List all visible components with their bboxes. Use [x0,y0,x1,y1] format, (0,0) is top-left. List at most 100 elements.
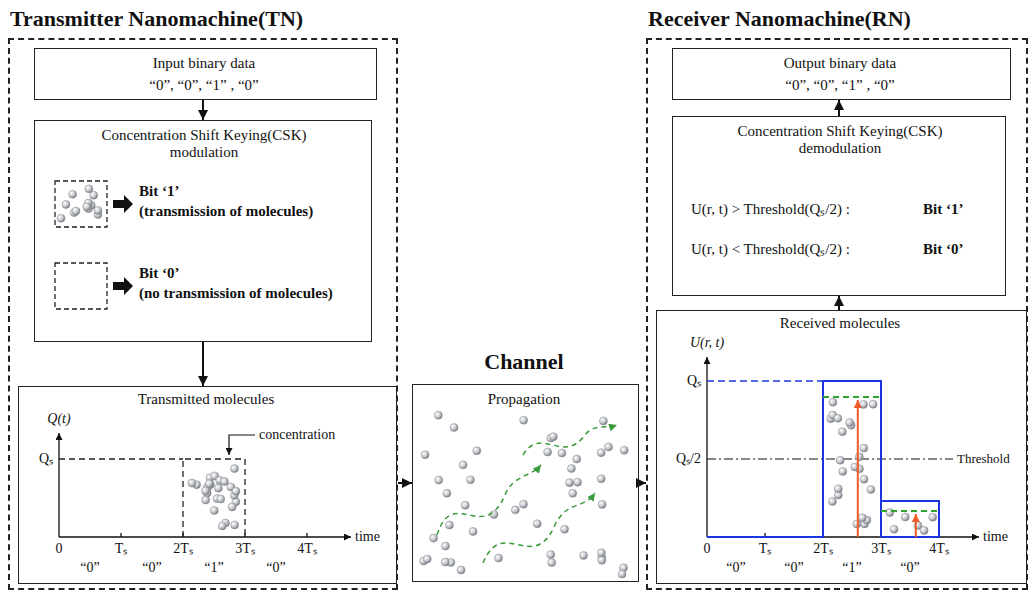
chart-box: Received moleculesU(r, t)QₛQₛ/2Threshold… [656,310,1027,584]
bit-label: “0” [266,560,285,576]
molecule [466,476,474,484]
region-heading: Transmitter Nanomachine(TN) [10,6,303,31]
molecule [558,449,566,457]
molecule [443,489,451,497]
dashed-square [55,263,107,309]
bit-sequence: “0”, “0”, “1” , “0” [35,77,373,94]
bit-label: “0” [900,560,919,576]
channel-box: ChannelPropagation [412,384,639,582]
flow-arrow [639,482,646,484]
threshold-line [707,458,953,459]
molecule [495,554,503,562]
molecule [210,506,218,514]
molecule [597,549,605,557]
bit-sequence: “0”, “0”, “1” , “0” [673,77,1007,94]
molecule [597,475,605,483]
molecule [869,400,877,408]
flow-arrow [202,100,204,120]
region-heading: Receiver Nanomachine(RN) [648,6,911,31]
molecule [548,559,556,567]
bit-label: “0” [726,560,745,576]
illustration [413,385,635,583]
molecule [901,513,909,521]
transmitter-region: Transmitter Nanomachine(TN)Input binary … [8,38,398,590]
sample-arrow [857,400,859,537]
molecule [890,525,898,533]
molecule [561,525,569,533]
molecule [860,444,868,452]
molecule [469,527,477,535]
molecule [839,467,847,475]
molecule [202,496,210,504]
molecule [511,506,519,514]
molecule [533,520,541,528]
molecule [858,514,866,522]
molecule [920,526,928,534]
molecule [57,214,65,222]
tick-label: 3Tₛ [235,541,255,557]
axis-label: U(r, t) [690,335,724,351]
level-label: Qₛ/2 [676,451,701,467]
process-box: Concentration Shift Keying(CSK) demodula… [672,116,1006,296]
molecules [827,398,877,528]
diffusion-path [523,425,617,455]
molecule [435,476,443,484]
dashed-square [55,181,107,227]
receiver-region: Receiver Nanomachine(RN)Output binary da… [646,38,1028,590]
box-title: Concentration Shift Keying(CSK) modulati… [79,127,329,162]
box-title: Concentration Shift Keying(CSK) demodula… [710,123,970,158]
illustration [657,311,1023,585]
molecule [421,451,429,459]
molecule [473,447,481,455]
bit-note: (no transmission of molecules) [139,285,333,302]
molecule [567,465,575,473]
diffusion-path [483,493,595,563]
axis-label: time [983,529,1008,545]
block-arrow [113,277,133,295]
molecule [519,500,527,508]
molecule [520,416,528,424]
box-title: Propagation [413,391,635,408]
molecules [886,509,937,535]
y-axis [706,357,707,537]
axis-label: time [355,529,380,545]
molecule [929,513,937,521]
molecule [69,190,77,198]
bit-label: Bit ‘1’ [139,183,179,200]
molecule [597,449,605,457]
level-line [59,458,183,459]
molecule [569,489,577,497]
molecule [490,510,498,518]
molecule [459,461,467,469]
diffusion-path [437,465,541,535]
molecule [620,446,628,454]
molecule [836,456,844,464]
molecule [441,558,449,566]
region-heading: Channel [413,349,635,374]
box-title: Input binary data [35,55,373,72]
molecule [218,522,226,530]
molecule [599,417,607,425]
molecule [217,495,225,503]
tick-label: Tₛ [759,541,772,557]
molecule [450,423,458,431]
molecule [860,475,868,483]
bit-label: “0” [784,560,803,576]
sample-level [823,396,881,398]
molecule [83,203,91,211]
tick-label: 4Tₛ [297,541,317,557]
molecule [457,566,465,574]
flow-arrow [838,100,840,116]
bit-label: Bit ‘0’ [139,265,179,282]
tick-label: 4Tₛ [929,541,949,557]
level-label: Qₛ [687,373,701,389]
molecule [886,509,894,517]
illustration [19,387,393,585]
molecule [618,570,626,578]
leader-line [229,435,255,455]
molecule [860,400,868,408]
flow-arrow [838,296,840,310]
molecule [829,398,837,406]
tick-mark [306,533,307,537]
molecule [445,521,453,529]
